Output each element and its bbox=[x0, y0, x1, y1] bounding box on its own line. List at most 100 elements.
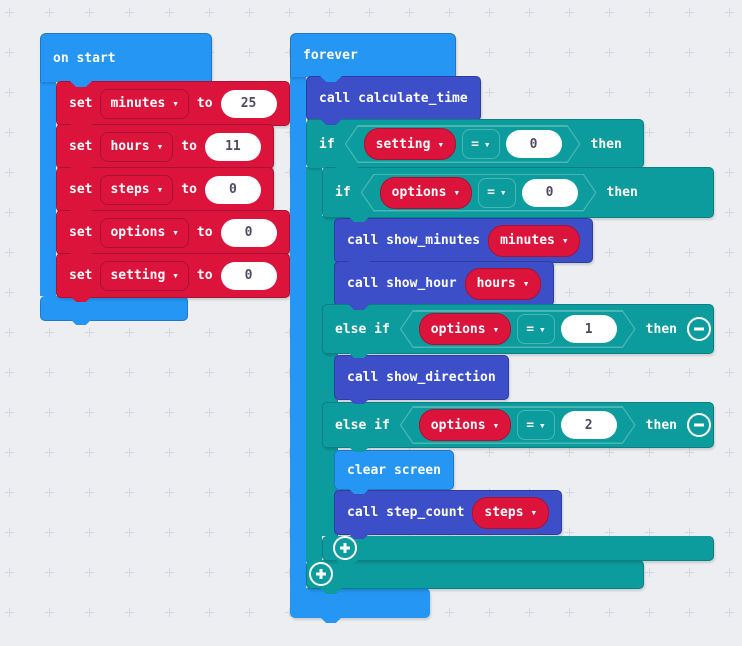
else-if-1-header[interactable]: else if options ▾ = ▾ 1 then bbox=[322, 304, 714, 354]
grid-cross bbox=[645, 248, 654, 257]
variable-dropdown-options[interactable]: options ▾ bbox=[100, 217, 189, 248]
number-field[interactable]: 0 bbox=[522, 179, 578, 207]
number-field[interactable]: 0 bbox=[506, 130, 562, 158]
grid-cross bbox=[245, 528, 254, 537]
grid-cross bbox=[205, 408, 214, 417]
grid-cross bbox=[85, 608, 94, 617]
grid-cross bbox=[125, 488, 134, 497]
set-setting-block[interactable]: set setting ▾ to 0 bbox=[56, 253, 290, 298]
grid-cross bbox=[525, 8, 534, 17]
grid-cross bbox=[5, 328, 14, 337]
number-field[interactable]: 0 bbox=[220, 261, 277, 290]
variable-pill-options[interactable]: options ▾ bbox=[419, 313, 511, 345]
variable-dropdown-setting[interactable]: setting ▾ bbox=[100, 260, 189, 291]
dropdown-arrow-icon: ▾ bbox=[530, 506, 538, 519]
variable-pill-options[interactable]: options ▾ bbox=[380, 177, 472, 209]
grid-cross bbox=[485, 448, 494, 457]
condition-hexagon: options ▾ = ▾ 0 bbox=[361, 174, 597, 212]
remove-else-if-button[interactable] bbox=[686, 317, 711, 341]
grid-cross bbox=[165, 368, 174, 377]
number-field[interactable]: 25 bbox=[220, 89, 277, 118]
operator-dropdown[interactable]: = ▾ bbox=[517, 314, 554, 344]
grid-cross bbox=[645, 448, 654, 457]
condition-hexagon: setting ▾ = ▾ 0 bbox=[345, 125, 581, 163]
then-label: then bbox=[645, 417, 677, 433]
dropdown-arrow-icon: ▾ bbox=[437, 137, 445, 151]
grid-cross bbox=[685, 88, 694, 97]
variable-pill-setting[interactable]: setting ▾ bbox=[364, 128, 456, 160]
outer-if-left-spine bbox=[306, 167, 322, 562]
number-field[interactable]: 1 bbox=[561, 315, 617, 343]
grid-cross bbox=[565, 608, 574, 617]
variable-dropdown-steps[interactable]: steps ▾ bbox=[100, 174, 174, 205]
number-field[interactable]: 2 bbox=[561, 411, 617, 439]
dropdown-arrow-icon: ▾ bbox=[499, 186, 507, 199]
number-field[interactable]: 0 bbox=[204, 175, 261, 204]
operator-label: = bbox=[526, 321, 535, 337]
forever-block[interactable]: forever bbox=[290, 33, 456, 77]
call-show-minutes-block[interactable]: call show_minutes minutes ▾ bbox=[334, 218, 594, 263]
connector-bump bbox=[70, 210, 92, 216]
add-else-button[interactable] bbox=[309, 562, 333, 586]
condition-hexagon: options ▾ = ▾ 2 bbox=[400, 406, 636, 444]
variable-name: minutes bbox=[110, 96, 166, 111]
variable-name: hours bbox=[476, 276, 516, 291]
operator-dropdown[interactable]: = ▾ bbox=[517, 410, 554, 440]
remove-else-if-button[interactable] bbox=[686, 413, 711, 437]
call-calculate-time-block[interactable]: call calculate_time bbox=[306, 76, 481, 121]
variable-pill-options[interactable]: options ▾ bbox=[419, 409, 511, 441]
grid-cross bbox=[725, 528, 734, 537]
grid-cross bbox=[685, 448, 694, 457]
connector-bump bbox=[320, 119, 342, 125]
add-else-button[interactable] bbox=[333, 536, 357, 560]
on-start-block[interactable]: on start bbox=[40, 33, 212, 82]
variable-dropdown-minutes[interactable]: minutes ▾ bbox=[100, 88, 189, 119]
grid-cross bbox=[445, 608, 454, 617]
call-step-count-block[interactable]: call step_count steps ▾ bbox=[334, 490, 563, 535]
outer-if-header[interactable]: if setting ▾ = ▾ 0 then bbox=[306, 119, 644, 168]
grid-cross bbox=[485, 8, 494, 17]
grid-cross bbox=[245, 8, 254, 17]
variable-name: steps bbox=[484, 505, 524, 520]
grid-cross bbox=[645, 568, 654, 577]
call-show-direction-block[interactable]: call show_direction bbox=[334, 355, 509, 400]
connector-bump bbox=[348, 533, 370, 539]
grid-cross bbox=[45, 528, 54, 537]
connector-bump bbox=[70, 124, 92, 130]
forever-label: forever bbox=[303, 48, 358, 63]
variable-pill-steps[interactable]: steps ▾ bbox=[472, 496, 550, 529]
grid-cross bbox=[85, 528, 94, 537]
set-hours-block[interactable]: set hours ▾ to 11 bbox=[56, 124, 274, 169]
if-label: if bbox=[335, 185, 351, 200]
operator-dropdown[interactable]: = ▾ bbox=[478, 178, 515, 208]
grid-cross bbox=[165, 568, 174, 577]
grid-cross bbox=[45, 328, 54, 337]
variable-dropdown-hours[interactable]: hours ▾ bbox=[100, 131, 174, 162]
grid-cross bbox=[725, 368, 734, 377]
operator-dropdown[interactable]: = ▾ bbox=[462, 129, 499, 159]
dropdown-arrow-icon: ▾ bbox=[539, 418, 546, 432]
grid-cross bbox=[645, 368, 654, 377]
grid-cross bbox=[445, 8, 454, 17]
else-if-label: else if bbox=[335, 417, 390, 433]
variable-pill-minutes[interactable]: minutes ▾ bbox=[488, 224, 581, 257]
connector-bump bbox=[348, 304, 370, 310]
grid-cross bbox=[605, 248, 614, 257]
set-steps-block[interactable]: set steps ▾ to 0 bbox=[56, 167, 274, 212]
call-show-hour-block[interactable]: call show_hour hours ▾ bbox=[334, 261, 555, 306]
number-field[interactable]: 11 bbox=[204, 132, 261, 161]
number-field[interactable]: 0 bbox=[220, 218, 277, 247]
inner-if-header[interactable]: if options ▾ = ▾ 0 then bbox=[322, 167, 714, 218]
connector-bump bbox=[336, 167, 358, 173]
else-if-2-header[interactable]: else if options ▾ = ▾ 2 then bbox=[322, 402, 714, 448]
variable-pill-hours[interactable]: hours ▾ bbox=[464, 267, 542, 300]
grid-cross bbox=[245, 568, 254, 577]
set-options-block[interactable]: set options ▾ to 0 bbox=[56, 210, 290, 255]
grid-cross bbox=[245, 408, 254, 417]
grid-cross bbox=[685, 488, 694, 497]
grid-cross bbox=[245, 608, 254, 617]
connector-bump bbox=[348, 261, 370, 267]
set-minutes-block[interactable]: set minutes ▾ to 25 bbox=[56, 81, 290, 126]
clear-screen-block[interactable]: clear screen bbox=[334, 450, 454, 490]
